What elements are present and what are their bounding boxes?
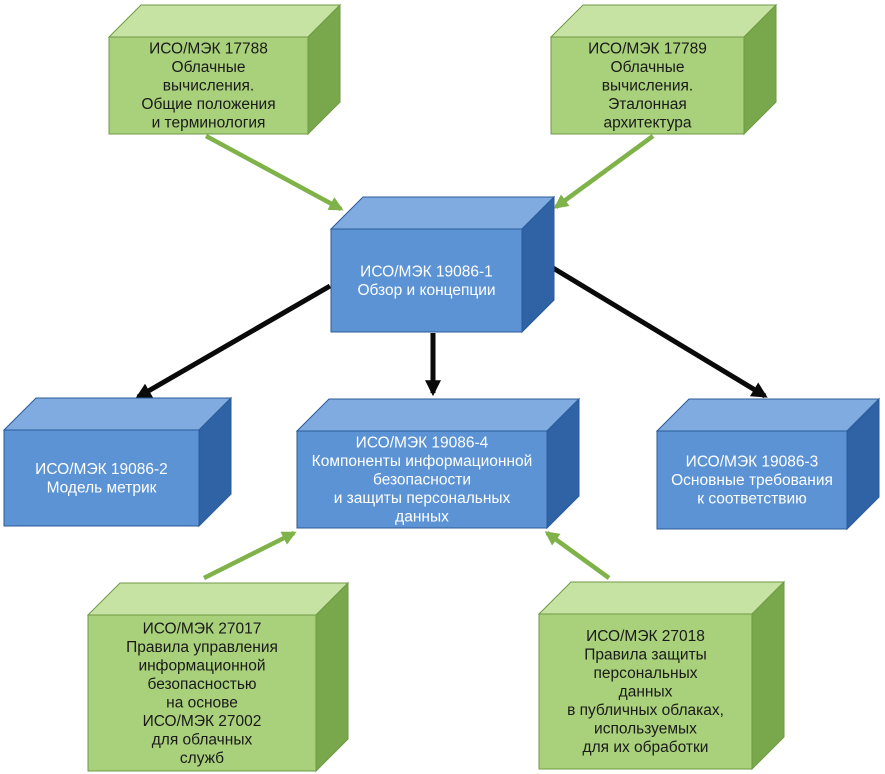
- box-title: ИСО/МЭК 27017: [143, 620, 262, 637]
- box-text-line: Облачные: [172, 59, 246, 76]
- box-title: ИСО/МЭК 17789: [588, 41, 707, 58]
- box-text-line: Правила защиты: [584, 647, 707, 664]
- box-top-face: [329, 196, 556, 230]
- box-text-line: к соответствию: [697, 491, 806, 508]
- box-title: ИСО/МЭК 17788: [149, 41, 268, 58]
- box-top-face: [86, 582, 350, 616]
- box-top-face: [2, 397, 233, 431]
- box-text-line: Эталонная: [608, 96, 687, 113]
- box-title: ИСО/МЭК 19086-2: [35, 461, 168, 478]
- box-text-line: используемых: [594, 721, 697, 738]
- box-front-face: [296, 430, 548, 529]
- box-text-line: вычисления.: [602, 78, 693, 95]
- box-title: ИСО/МЭК 27018: [586, 628, 705, 645]
- box-front-face: [108, 36, 309, 135]
- arrow-iso17788-to-iso19086_1: [204, 134, 344, 211]
- box-text-line: служб: [180, 750, 224, 767]
- box-front-face: [330, 228, 523, 333]
- box-text-line: Облачные: [611, 59, 685, 76]
- box-text-line: Обзор и концепции: [357, 282, 495, 299]
- box-text-line: Основные требования: [671, 472, 833, 489]
- box-text-line: ИСО/МЭК 27002: [143, 713, 262, 730]
- box-title: ИСО/МЭК 19086-1: [360, 263, 493, 280]
- box-text-line: данных: [619, 684, 673, 701]
- box-front-face: [87, 614, 317, 772]
- arrow-iso19086_1-to-iso19086_3: [551, 265, 768, 399]
- arrow-iso27017-to-iso19086_4: [202, 530, 297, 581]
- box-text-line: безопасности: [373, 472, 471, 489]
- box-side-face: [751, 580, 785, 771]
- box-text-line: безопасностью: [147, 676, 256, 693]
- box-front-face: [550, 36, 745, 135]
- connector-layer: [135, 134, 768, 581]
- arrow-iso19086_1-to-iso19086_2: [135, 283, 332, 400]
- box-text-line: архитектура: [603, 115, 691, 132]
- box-top-face: [537, 581, 786, 615]
- box-title: ИСО/МЭК 19086-4: [356, 435, 489, 452]
- box-text-line: данных: [395, 509, 449, 526]
- box-side-face: [315, 581, 349, 773]
- box-text-line: на основе: [166, 694, 238, 711]
- box-text-line: Модель метрик: [47, 479, 157, 496]
- box-front-face: [656, 430, 848, 530]
- box-text-line: и защиты персональных: [334, 490, 511, 507]
- box-text-line: для облачных: [152, 731, 253, 748]
- box-text-line: информационной: [138, 657, 265, 674]
- box-text-line: персональных: [594, 665, 698, 682]
- box-text-line: в публичных облаках,: [567, 702, 724, 719]
- box-text-line: Общие положения: [141, 96, 275, 113]
- box-top-face: [107, 4, 342, 38]
- box-title: ИСО/МЭК 19086-3: [686, 454, 819, 471]
- box-text-line: Правила управления: [126, 639, 278, 656]
- arrow-iso27018-to-iso19086_4: [544, 531, 611, 580]
- box-text-line: для их обработки: [583, 739, 709, 756]
- box-top-face: [655, 398, 881, 432]
- box-front-face: [538, 613, 753, 770]
- box-top-face: [549, 4, 778, 38]
- box-front-face: [3, 429, 200, 527]
- arrow-iso17789-to-iso19086_1: [553, 134, 655, 209]
- box-text-line: Компоненты информационной: [312, 453, 533, 470]
- box-text-line: и терминология: [152, 115, 266, 132]
- box-text-line: вычисления.: [163, 78, 254, 95]
- box-top-face: [295, 398, 581, 432]
